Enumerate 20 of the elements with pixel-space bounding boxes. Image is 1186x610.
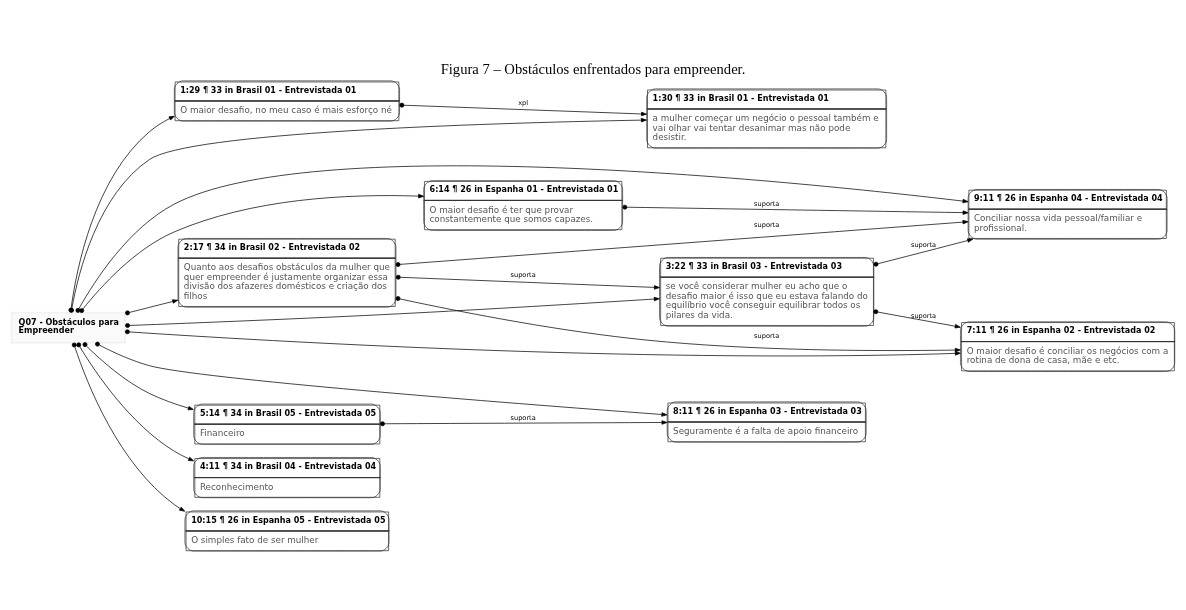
arrow xyxy=(395,219,969,267)
arrow xyxy=(76,342,195,462)
arrow xyxy=(68,115,175,313)
arrow xyxy=(75,165,969,313)
arrow xyxy=(71,342,186,512)
arrow xyxy=(395,296,961,353)
arrow xyxy=(125,299,179,316)
diagram-title: Figura 7 – Obstáculos enfrentados para empreender. xyxy=(440,60,746,77)
arrow xyxy=(622,204,969,215)
arrow xyxy=(82,342,194,411)
arrow xyxy=(395,274,660,290)
arrow xyxy=(380,420,668,427)
arrow xyxy=(95,341,668,417)
arrow xyxy=(873,309,961,329)
arrow xyxy=(125,296,660,328)
arrow xyxy=(69,117,647,313)
arrow xyxy=(399,102,647,117)
arrow xyxy=(79,193,425,313)
arrow xyxy=(873,238,974,267)
arrow xyxy=(125,329,961,357)
